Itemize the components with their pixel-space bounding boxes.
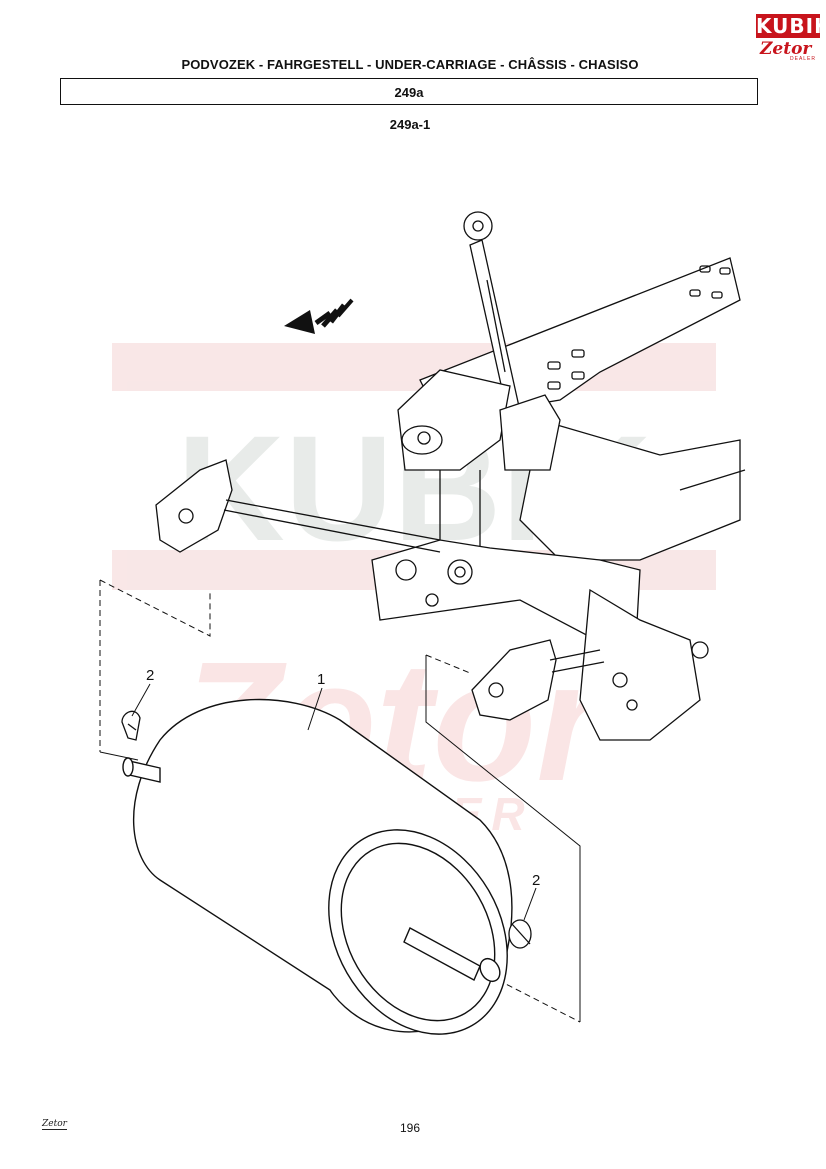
roller-weight: [122, 698, 513, 1035]
kubik-wordmark: KUBIK: [756, 14, 826, 38]
front-hitch-assembly: [155, 211, 746, 741]
callout-part-1: 1: [317, 671, 325, 688]
footer-logo: Zetor: [42, 1119, 67, 1130]
callout-part-2-left: 2: [146, 667, 154, 684]
figure-code: 249a-1: [389, 117, 431, 132]
dealer-wordmark: DEALER: [790, 56, 817, 62]
zetor-wordmark: Zetor: [760, 39, 812, 59]
callout-part-2-right: 2: [532, 872, 540, 889]
section-code-box: 249a: [60, 78, 758, 105]
dealer-logo: KUBIK Zetor DEALER: [756, 14, 826, 64]
linch-pin-right: [508, 919, 532, 949]
linch-pin-left: [121, 710, 141, 741]
direction-arrow: [284, 298, 354, 334]
callout-leaders: [131, 683, 537, 921]
page-title: PODVOZEK - FAHRGESTELL - UNDER-CARRIAGE …: [181, 57, 639, 72]
page-number: 196: [399, 1121, 421, 1135]
assembly-guides: [99, 579, 581, 1023]
